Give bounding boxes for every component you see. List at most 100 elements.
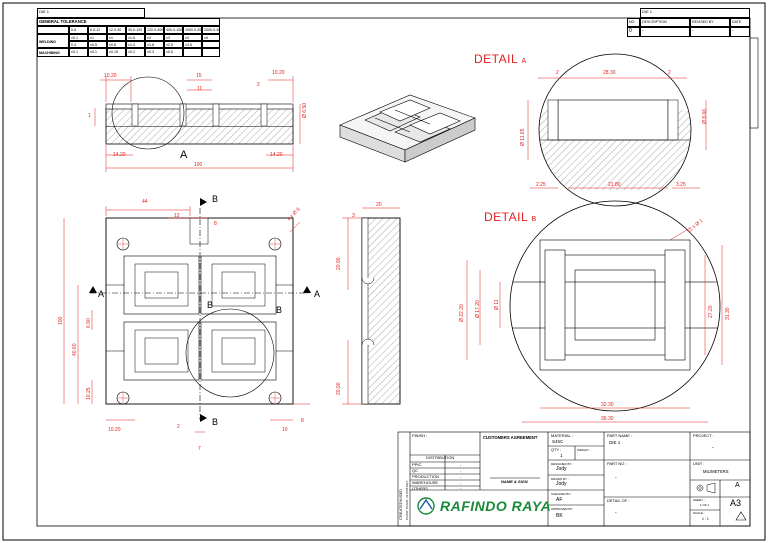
range-header: 12.0-30 bbox=[107, 26, 126, 34]
dist-row: WAREHOUSE bbox=[412, 480, 439, 485]
tolerance-value: ±0.1 bbox=[69, 34, 88, 41]
dim-label: 11 bbox=[197, 86, 203, 92]
tolerance-value: ±0.15 bbox=[107, 48, 126, 57]
range-header: 6.0-12 bbox=[88, 26, 107, 34]
front-view bbox=[63, 198, 311, 433]
tolerance-value: ±1.8 bbox=[145, 41, 164, 48]
tolerance-value bbox=[183, 48, 202, 57]
dim-label: Ø 22.20 bbox=[459, 304, 465, 322]
dim-label: 15 bbox=[196, 73, 202, 79]
dim-label: 44 bbox=[142, 199, 148, 205]
dim-label: Ø 6.50 bbox=[302, 102, 308, 118]
dim-label: Ø 8.66 bbox=[702, 108, 708, 124]
detail-a-letter: A bbox=[521, 58, 527, 65]
project-label: PROJECT : bbox=[693, 433, 714, 438]
checked-label: CHECKED BY : bbox=[551, 492, 573, 496]
tolerance-value: ±3 bbox=[164, 34, 183, 41]
tolerance-value bbox=[202, 48, 220, 57]
tolerance-value: ±6 bbox=[202, 34, 220, 41]
detail-a-view bbox=[527, 53, 707, 207]
detail-b-label: DETAIL bbox=[484, 210, 528, 224]
tolerance-value: ±1.5 bbox=[126, 34, 145, 41]
company-logo-mark bbox=[417, 497, 435, 515]
detail-b-letter: B bbox=[531, 216, 537, 223]
side-text: CREATED/USED bbox=[398, 488, 403, 520]
dist-val: - bbox=[460, 468, 462, 473]
tolerance-value: ±4 bbox=[183, 34, 202, 41]
material-value: S45C bbox=[552, 439, 564, 444]
dim-label: 100 bbox=[58, 316, 64, 325]
qty-label: QTY : bbox=[551, 447, 562, 452]
tolerance-value: ±1.3 bbox=[126, 41, 145, 48]
revision-header: DIE 1 bbox=[640, 8, 750, 18]
sheet-value: 1 OF 1 bbox=[700, 503, 710, 507]
tolerance-value: ±3.5 bbox=[183, 41, 202, 48]
sheet-label: SHEET : bbox=[693, 498, 705, 502]
checked-value: AF bbox=[556, 497, 563, 503]
revision-col: DATE bbox=[730, 18, 750, 27]
warning-icon bbox=[735, 511, 747, 521]
part-no-value: - bbox=[615, 475, 617, 481]
dim-label: 32.30 bbox=[601, 402, 614, 408]
dim-label: 8 bbox=[214, 221, 217, 227]
dim-label: 2 bbox=[668, 70, 671, 76]
project-value: - bbox=[712, 445, 714, 451]
range-header: 30.0-120 bbox=[126, 26, 145, 34]
tolerance-value: ±0.8 bbox=[107, 41, 126, 48]
designed-value: Jody bbox=[556, 466, 567, 472]
revision-cell: 0 bbox=[627, 27, 640, 37]
dim-label: 31.30 bbox=[725, 307, 731, 320]
customers-agreement: CUSTOMERS AGREEMENT bbox=[483, 435, 538, 440]
distribution-label: DISTRIBUTION bbox=[426, 455, 455, 460]
dim-label: Ø 17.20 bbox=[475, 300, 481, 318]
tolerance-value: ±0.5 bbox=[164, 48, 183, 57]
dist-row: QC bbox=[412, 468, 418, 473]
tolerance-corner bbox=[37, 26, 69, 34]
qty-value: 1 bbox=[560, 453, 563, 458]
machining-label: MACHINING bbox=[37, 48, 69, 57]
tolerance-value: ±2 bbox=[145, 34, 164, 41]
dim-label: 2 bbox=[257, 82, 260, 88]
range-header: 0-6 bbox=[69, 26, 88, 34]
dim-label: 100 bbox=[194, 162, 203, 168]
range-header: 1000.0-2000 bbox=[183, 26, 202, 34]
tolerance-value: ±1 bbox=[107, 34, 126, 41]
dim-label: 12 bbox=[174, 213, 180, 219]
dim-label: 28.30 bbox=[603, 70, 616, 76]
dim-label: 20.90 bbox=[336, 382, 342, 395]
dim-label: 2 bbox=[556, 70, 559, 76]
projection-symbol bbox=[696, 482, 716, 494]
dim-label: Ø 11 bbox=[494, 299, 500, 310]
dist-val: - bbox=[460, 474, 462, 479]
dim-label: 27.20 bbox=[708, 305, 714, 318]
part-name-label: PART NAME : bbox=[607, 433, 633, 438]
tolerance-value: ±2.5 bbox=[164, 41, 183, 48]
scale-label: SCALE : bbox=[693, 511, 705, 515]
detail-of-value: - bbox=[615, 510, 617, 516]
dim-label: 14.20 bbox=[113, 152, 126, 158]
dim-label: 1 bbox=[88, 113, 91, 119]
isometric-view bbox=[339, 94, 476, 163]
section-marker: B bbox=[212, 194, 219, 204]
dim-label: 21.80 bbox=[608, 182, 621, 188]
weight-label: WEIGHT : bbox=[577, 448, 591, 452]
section-marker: A bbox=[98, 289, 105, 299]
range-header: 120.0-400 bbox=[145, 26, 164, 34]
dim-label: 20 bbox=[376, 202, 382, 208]
section-marker: B bbox=[276, 305, 283, 315]
tolerance-value: ±0.1 bbox=[69, 48, 88, 57]
revision-cell: - bbox=[640, 27, 690, 37]
dim-label: 8 bbox=[301, 418, 304, 424]
dim-label: 36.30 bbox=[601, 416, 614, 422]
name-sign: NAME & SIGN bbox=[501, 479, 528, 484]
revision-cell: - bbox=[690, 27, 730, 37]
top-view bbox=[94, 76, 301, 172]
dist-row: PPIC bbox=[412, 462, 422, 467]
welding-label: WELDING bbox=[37, 34, 69, 48]
dist-row: OTHERS bbox=[412, 487, 428, 491]
title-block-grid bbox=[397, 431, 751, 527]
dim-label: 10.20 bbox=[108, 427, 121, 433]
dist-val: - bbox=[460, 462, 462, 467]
